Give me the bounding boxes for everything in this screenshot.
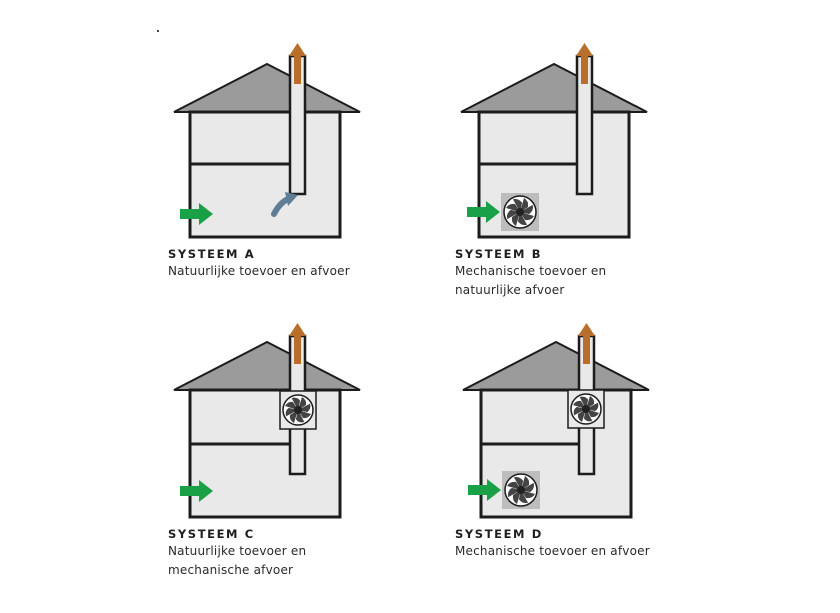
system-c-description-line-1: Natuurlijke toevoer en [168, 544, 307, 558]
system-c-house-diagram [173, 323, 361, 519]
roof [460, 62, 648, 113]
house-wall [188, 110, 342, 239]
arrow-right-icon [468, 479, 501, 501]
arrow-right-icon [467, 201, 500, 223]
system-b-title: SYSTEEM B [455, 247, 543, 261]
arrow-right-icon [180, 203, 213, 225]
system-b-caption: SYSTEEM B Mechanische toevoer en natuurl… [455, 246, 715, 300]
fan-icon [501, 193, 539, 231]
arrow-up-icon [289, 323, 306, 364]
system-a-caption: SYSTEEM A Natuurlijke toevoer en afvoer [168, 246, 428, 281]
system-d-house-diagram [462, 323, 650, 519]
house-wall [188, 388, 342, 519]
arrow-up-icon [578, 323, 595, 364]
system-b-description-line-1: Mechanische toevoer en [455, 264, 607, 278]
system-c-title: SYSTEEM C [168, 527, 255, 541]
system-d-description-line-1: Mechanische toevoer en afvoer [455, 544, 650, 558]
system-c-caption: SYSTEEM C Natuurlijke toevoer en mechani… [168, 526, 428, 580]
roof [173, 340, 361, 391]
arrow-up-icon [289, 43, 306, 84]
curved-arrow-icon [271, 192, 298, 217]
system-d-title: SYSTEEM D [455, 527, 543, 541]
stray-dot [157, 30, 159, 32]
arrow-up-icon [576, 43, 593, 84]
fan-icon [567, 389, 605, 429]
roof [173, 62, 361, 113]
system-a-house-diagram [173, 43, 361, 239]
system-b-description-line-2: natuurlijke afvoer [455, 283, 565, 297]
fan-icon [502, 471, 540, 509]
house-icon [173, 334, 361, 519]
roof [462, 340, 650, 391]
system-d-caption: SYSTEEM D Mechanische toevoer en afvoer [455, 526, 715, 561]
house-icon [173, 54, 361, 239]
system-c-description-line-2: mechanische afvoer [168, 563, 294, 577]
system-a-description-line-1: Natuurlijke toevoer en afvoer [168, 264, 350, 278]
system-a-title: SYSTEEM A [168, 247, 256, 261]
system-b-house-diagram [460, 43, 648, 239]
fan-icon [279, 390, 317, 430]
arrow-right-icon [180, 480, 213, 502]
